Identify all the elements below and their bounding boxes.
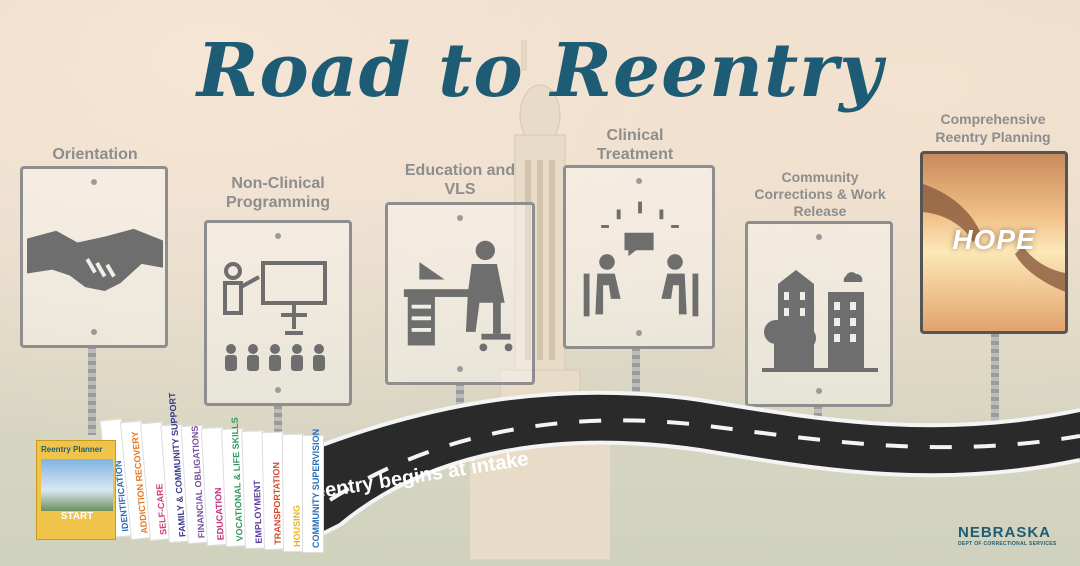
planner-tab-label: COMMUNITY SUPERVISION: [311, 428, 321, 548]
sign-post: [991, 333, 999, 428]
sign-post: [88, 345, 96, 435]
stage-sign-education: [385, 202, 535, 385]
stage-label-planning: Comprehensive Reentry Planning: [935, 111, 1051, 145]
stage-sign-orientation: [20, 166, 168, 348]
stage-sign-non-clinical: [204, 220, 352, 406]
desk-student-icon: [403, 240, 513, 352]
nebraska-dcs-logo: NEBRASKA DEPT OF CORRECTIONAL SERVICES: [958, 524, 1057, 547]
stage-sign-clinical: [563, 165, 715, 349]
page-title: Road to Reentry: [196, 28, 884, 114]
logo-subtitle: DEPT OF CORRECTIONAL SERVICES: [958, 541, 1057, 547]
planner-tab-card: COMMUNITY SUPERVISION: [302, 429, 324, 553]
counseling-icon: [583, 201, 699, 317]
planner-tab-label: TRANSPORTATION: [271, 461, 283, 545]
hope-hands-icon: [923, 184, 1065, 292]
city-icon: [762, 270, 878, 372]
stage-label-orientation: Orientation: [52, 146, 138, 163]
planner-start-text: START: [60, 511, 94, 522]
stage-sign-community: [745, 221, 893, 407]
sign-post: [274, 405, 282, 445]
sign-post: [632, 347, 640, 427]
classroom-icon: [223, 261, 327, 371]
logo-name: NEBRASKA: [958, 524, 1052, 541]
stage-sign-hope: HOPE: [920, 151, 1068, 334]
stage-label-clinical: Clinical Treatment: [596, 127, 674, 163]
planner-tab-label: HOUSING: [291, 504, 302, 547]
planner-cover-image: START: [41, 459, 113, 522]
stage-label-education: Education and VLS: [404, 162, 516, 198]
hope-text: HOPE: [952, 224, 1036, 255]
handshake-icon: [27, 228, 163, 292]
stage-label-community: Community Corrections & Work Release: [754, 169, 886, 219]
planner-title: Reentry Planner: [41, 445, 103, 454]
stage-label-non-clinical: Non-Clinical Programming: [225, 175, 330, 211]
reentry-planner-book: Reentry Planner START: [36, 440, 116, 540]
